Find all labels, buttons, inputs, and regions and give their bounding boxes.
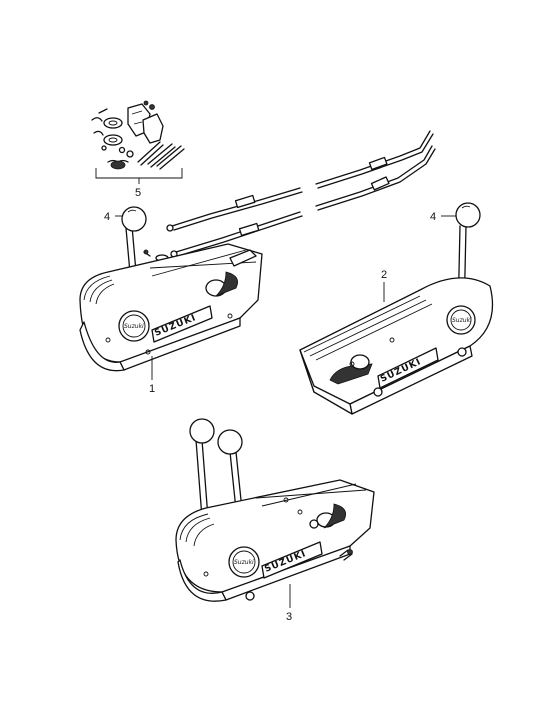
brand-knob-1: Suzuki — [124, 323, 144, 330]
callout-5: 5 — [135, 187, 141, 199]
control-cables — [143, 130, 436, 262]
callout-2: 2 — [381, 269, 387, 281]
control-box-3: Suzuki SUZUKI — [175, 418, 375, 608]
control-box-2: Suzuki SUZUKI — [299, 202, 494, 415]
callout-3: 3 — [286, 611, 292, 623]
callout-4a: 4 — [104, 211, 110, 223]
hardware-kit — [91, 100, 185, 184]
control-box-1: Suzuki SUZUKI — [79, 206, 263, 380]
callout-1: 1 — [149, 383, 155, 395]
callout-4b: 4 — [430, 211, 436, 223]
brand-knob-2: Suzuki — [452, 317, 472, 324]
brand-knob-3: Suzuki — [234, 559, 254, 566]
